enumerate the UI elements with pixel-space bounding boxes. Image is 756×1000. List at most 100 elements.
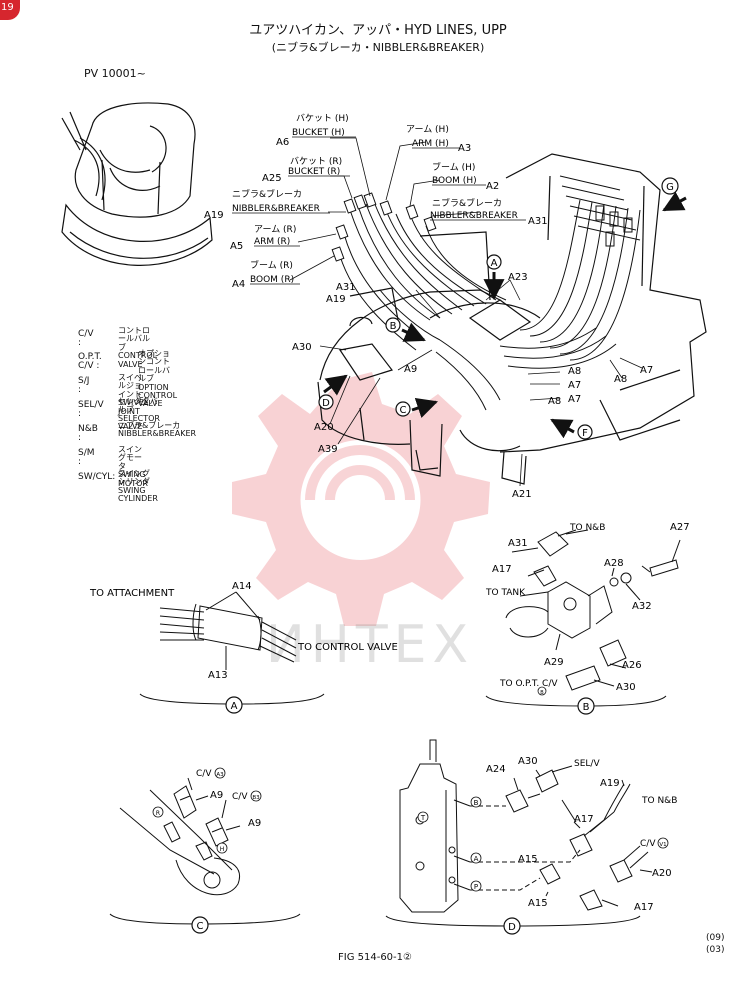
part-label: A14 bbox=[232, 581, 252, 592]
hose-label-en: NIBBLER&BREAKER bbox=[232, 204, 320, 214]
part-label: A9 bbox=[210, 790, 223, 801]
cv-label: C/V bbox=[196, 769, 212, 779]
detail-c-letter: C bbox=[197, 921, 204, 932]
view-letter: D bbox=[322, 398, 330, 409]
hose-label-en: BOOM (R) bbox=[250, 275, 294, 285]
view-marker-d bbox=[318, 394, 334, 410]
port-circle bbox=[470, 796, 482, 808]
figure-number: FIG 514-60-1② bbox=[338, 952, 412, 963]
view-letter: F bbox=[582, 428, 588, 439]
hose-label-underlines bbox=[232, 136, 526, 285]
part-label: A3 bbox=[458, 143, 471, 154]
port-circle-letter: B bbox=[540, 690, 544, 696]
part-label: A15 bbox=[528, 898, 548, 909]
view-marker-a bbox=[486, 254, 502, 270]
detail-d-drawing bbox=[385, 739, 653, 927]
port-circle-letter: P bbox=[474, 883, 478, 891]
hose-label-en: BUCKET (R) bbox=[288, 167, 340, 177]
part-label: A25 bbox=[262, 173, 282, 184]
view-arrows bbox=[323, 191, 687, 439]
detail-c-drawing bbox=[109, 777, 301, 925]
part-label: A31 bbox=[528, 216, 548, 227]
view-letter: C bbox=[400, 405, 407, 416]
detail-a-to-attachment: TO ATTACHMENT bbox=[89, 588, 175, 599]
port-circle bbox=[657, 837, 669, 849]
detail-b-to-tank: TO TANK bbox=[485, 588, 526, 598]
part-label: A7 bbox=[568, 394, 581, 405]
part-label: A29 bbox=[544, 657, 564, 668]
hose-label-en: ARM (R) bbox=[254, 237, 290, 247]
part-label: A28 bbox=[604, 558, 624, 569]
diagram-title: ユアツハイカン、アッパ・HYD LINES, UPP bbox=[249, 23, 507, 38]
part-label: A9 bbox=[404, 364, 417, 375]
port-circle bbox=[214, 767, 226, 779]
watermark-gear-icon bbox=[232, 372, 490, 626]
port-circle-letter: B bbox=[474, 799, 479, 807]
detail-d-to-nb: TO N&B bbox=[641, 796, 677, 806]
port-circle-text: V1 bbox=[659, 842, 666, 848]
port-circle-text: A3 bbox=[216, 772, 224, 778]
detail-d-sel-v: SEL/V bbox=[574, 759, 600, 769]
hose-label-jp: バケット (H) bbox=[296, 113, 349, 124]
hose-label-en: BOOM (H) bbox=[432, 176, 477, 186]
view-marker-c bbox=[395, 401, 411, 417]
hose-label-jp: アーム (R) bbox=[254, 224, 296, 235]
part-label: A20 bbox=[652, 868, 672, 879]
part-label-group: A6 A25 A19 A5 A4 A3 A2 A31 A23 A31 A19 A… bbox=[204, 137, 653, 500]
upper-frame-drawing bbox=[317, 153, 707, 485]
part-label: A2 bbox=[486, 181, 499, 192]
part-label: A24 bbox=[486, 764, 506, 775]
watermark-swirl bbox=[305, 445, 415, 501]
part-label: A7 bbox=[568, 380, 581, 391]
port-circle bbox=[470, 880, 482, 892]
hose-bundle-lines bbox=[339, 199, 641, 411]
view-letter: B bbox=[390, 321, 397, 332]
port-circle-letter: A bbox=[474, 855, 479, 863]
cv-label: C/V bbox=[232, 792, 248, 802]
detail-a-drawing bbox=[139, 591, 325, 705]
hose-label-jp: ニブラ&ブレーカ bbox=[432, 197, 502, 209]
part-label: A17 bbox=[574, 814, 594, 825]
view-marker-g bbox=[661, 177, 679, 195]
serial-range: PV 10001~ bbox=[84, 67, 146, 80]
part-label: A31 bbox=[336, 282, 356, 293]
part-label: A32 bbox=[632, 601, 652, 612]
part-label: A17 bbox=[492, 564, 512, 575]
hose-label-jp: バケット (R) bbox=[290, 156, 342, 167]
detail-b-to-opt-cv: TO O.P.T. C/V bbox=[499, 679, 558, 689]
view-letter: A bbox=[491, 258, 498, 269]
port-circle bbox=[250, 790, 262, 802]
hose-fittings bbox=[331, 192, 437, 262]
part-label: A30 bbox=[616, 682, 636, 693]
view-letter: G bbox=[666, 182, 674, 193]
detail-d-part-labels: A24 A30 A19 A17 A15 A20 A15 A17 bbox=[486, 756, 672, 913]
part-label: A30 bbox=[292, 342, 312, 353]
detail-a-letter: A bbox=[231, 701, 238, 712]
hose-label-jp: ニブラ&ブレーカ bbox=[232, 188, 302, 200]
port-circle-letter: T bbox=[420, 814, 426, 822]
excavator-cab-sketch bbox=[61, 102, 213, 266]
detail-d-marker bbox=[503, 917, 521, 935]
detail-b-drawing bbox=[485, 529, 681, 707]
part-label: A39 bbox=[318, 444, 338, 455]
detail-b-part-labels: A31 A17 A28 A27 A32 A29 A26 A30 bbox=[492, 522, 690, 693]
page-number-badge: 19 bbox=[0, 0, 20, 20]
hose-label-jp: アーム (H) bbox=[406, 124, 449, 135]
callout-leaders bbox=[289, 137, 643, 487]
hose-label-en: BUCKET (H) bbox=[292, 128, 345, 138]
hose-label-group: バケット (H) BUCKET (H) バケット (R) BUCKET (R) … bbox=[232, 113, 518, 285]
detail-d-letter: D bbox=[508, 922, 516, 933]
part-label: A4 bbox=[232, 279, 245, 290]
part-label: A8 bbox=[548, 396, 561, 407]
part-label: A17 bbox=[634, 902, 654, 913]
port-circle-text: B3 bbox=[252, 795, 260, 801]
detail-b-marker bbox=[577, 697, 595, 715]
cv-label: C/V bbox=[640, 839, 656, 849]
port-circle bbox=[417, 811, 429, 823]
part-label: A26 bbox=[622, 660, 642, 671]
diagram-subtitle: (ニブラ&ブレーカ・NIBBLER&BREAKER) bbox=[271, 41, 485, 54]
revision-bottom: (03) bbox=[706, 945, 725, 955]
part-label: A31 bbox=[508, 538, 528, 549]
